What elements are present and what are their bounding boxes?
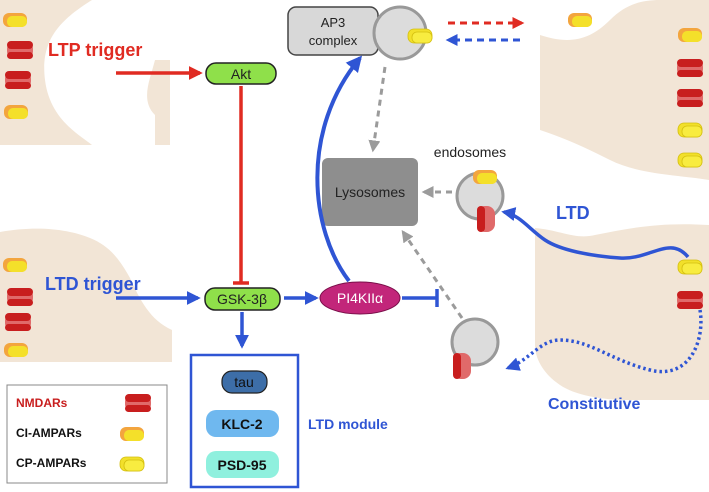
klc2-node	[206, 410, 279, 437]
gray-arrow-vesicle-to-lysosome	[368, 66, 387, 153]
ci-ampar-icon	[678, 28, 702, 42]
pi4k-node	[319, 281, 401, 315]
ci-ampar-icon	[120, 427, 144, 441]
nmdar-icon	[677, 291, 703, 309]
klc2-label: KLC-2	[221, 416, 262, 432]
nmdar-icon	[5, 71, 31, 89]
cp-ampar-icon	[407, 28, 433, 44]
ltd-module-label: LTD module	[308, 416, 388, 432]
endosomes-label: endosomes	[434, 144, 506, 160]
gsk-node	[204, 287, 281, 311]
gsk-label: GSK-3β	[217, 291, 267, 307]
nmdar-icon	[5, 313, 31, 331]
nmdar-icon	[7, 288, 33, 306]
nmdar-icon	[125, 394, 151, 412]
nmdar-icon	[677, 59, 703, 77]
akt-label: Akt	[231, 66, 251, 82]
right-top-spine	[540, 0, 709, 180]
pi4k-label: PI4KIIα	[337, 290, 383, 306]
tau-node	[221, 370, 268, 394]
constitutive-arrow	[505, 309, 703, 374]
ltp-trigger-label: LTP trigger	[48, 40, 142, 60]
ap3-label-line1: AP3	[321, 15, 346, 30]
cp-ampar-icon	[119, 456, 145, 472]
nmdar-icon	[677, 89, 703, 107]
cp-ampar-icon	[677, 152, 703, 168]
legend-nmdar-label: NMDARs	[16, 396, 68, 410]
ap3-label-line2: complex	[309, 33, 358, 48]
ci-ampar-icon	[3, 258, 27, 272]
lysosomes-box	[322, 158, 418, 226]
ci-ampar-icon	[473, 170, 497, 184]
akt-node	[205, 62, 277, 85]
ci-ampar-icon	[3, 13, 27, 27]
psd95-node	[206, 451, 279, 478]
ci-ampar-icon	[568, 13, 592, 27]
pi4k-to-ap3-arrow	[315, 55, 363, 283]
ltd-trigger-label: LTD trigger	[45, 274, 141, 294]
lysosomes-label: Lysosomes	[335, 184, 405, 200]
constitutive-label: Constitutive	[548, 396, 641, 413]
nmdar-icon	[7, 41, 33, 59]
legend-cp-ampar-label: CP-AMPARs	[16, 456, 87, 470]
nmdar-icon	[453, 353, 471, 379]
ltd-spine	[0, 228, 172, 362]
ci-ampar-icon	[4, 105, 28, 119]
ci-ampar-icon	[4, 343, 28, 357]
cp-ampar-icon	[677, 259, 703, 275]
right-bottom-spine	[535, 224, 709, 400]
legend-ci-ampar-label: CI-AMPARs	[16, 426, 82, 440]
cp-ampar-icon	[677, 122, 703, 138]
tau-label: tau	[234, 374, 253, 390]
psd95-label: PSD-95	[217, 457, 266, 473]
ltd-label: LTD	[556, 203, 590, 223]
ltd-internalization-arrow	[501, 207, 690, 260]
nmdar-icon	[477, 206, 495, 232]
gray-arrow-bottom-to-lysosome	[401, 230, 464, 319]
ltp-spine-right	[147, 60, 170, 145]
